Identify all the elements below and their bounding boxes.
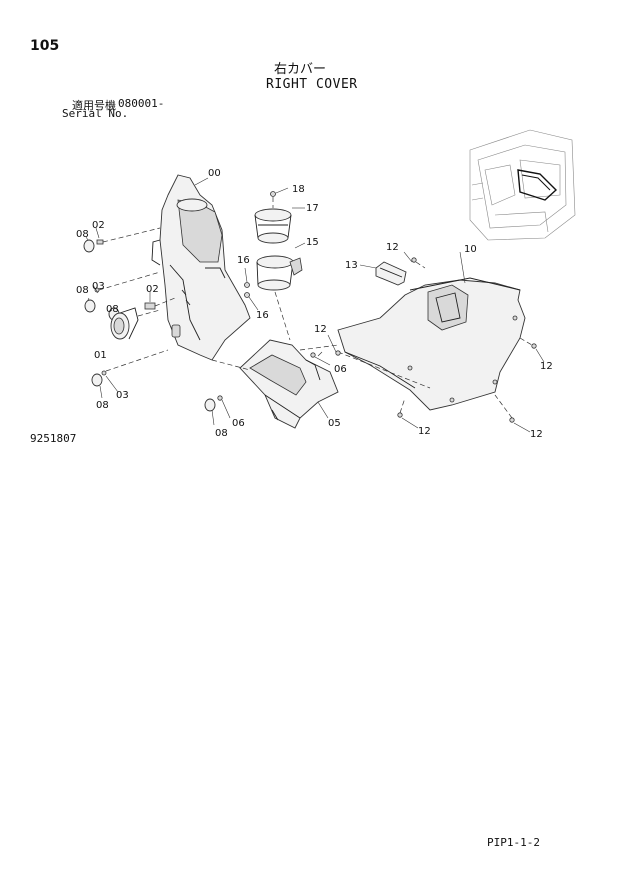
drawing-number: 9251807 [30, 432, 77, 445]
callout-03-upper: 03 [92, 281, 105, 292]
callout-12-left: 12 [314, 324, 327, 335]
callout-16-upper: 16 [237, 255, 250, 266]
callout-08-upper: 08 [76, 229, 89, 240]
part-10-right-panel [299, 277, 526, 411]
callout-03-lower: 03 [116, 390, 129, 401]
part-02-upper-bolt [96, 227, 161, 245]
part-12-screws [327, 251, 545, 433]
callout-02-mid: 02 [146, 284, 159, 295]
part-18-screw [270, 187, 289, 208]
serial-value: 080001- [118, 97, 165, 110]
callout-00: 00 [208, 168, 221, 179]
callout-12-top: 12 [386, 242, 399, 253]
part-08-lower-cap [91, 349, 169, 387]
part-02-mid-bolt [144, 297, 176, 310]
serial-label-english: Serial No. [62, 107, 129, 120]
callout-labels: 00 02 08 03 08 08 02 01 08 03 18 17 15 1… [76, 168, 553, 440]
part-08-upper-cap [83, 239, 95, 253]
callout-18: 18 [292, 184, 305, 195]
callout-06-bottom: 06 [232, 418, 245, 429]
callout-12-right: 12 [540, 361, 553, 372]
serial-label-japanese: 適用号機 [72, 99, 116, 112]
part-13-pad [375, 261, 407, 286]
title-japanese: 右カバー [274, 62, 327, 77]
part-06-screws [204, 352, 331, 419]
footer-code: PIP1-1-2 [487, 836, 540, 849]
callout-05: 05 [328, 418, 341, 429]
part-05-lower-duct [211, 339, 339, 429]
part-00-duct-cover [151, 174, 251, 361]
callout-16-lower: 16 [256, 310, 269, 321]
part-15-clamp [256, 255, 303, 341]
callout-leaders [85, 177, 466, 426]
part-17-ring [254, 208, 292, 244]
part-16-screws [244, 267, 259, 311]
title-english: RIGHT COVER [266, 77, 358, 92]
callout-08-left: 08 [76, 285, 89, 296]
callout-02-upper: 02 [92, 220, 105, 231]
part-01-grommet [110, 307, 161, 340]
callout-08-bottom: 08 [215, 428, 228, 439]
callout-06-right: 06 [334, 364, 347, 375]
callout-01: 01 [94, 350, 107, 361]
page-number: 105 [30, 38, 60, 54]
part-08-mid-caps [84, 271, 161, 321]
machine-location-thumbnail [469, 129, 576, 241]
callout-10: 10 [464, 244, 477, 255]
callout-17: 17 [306, 203, 319, 214]
callout-15: 15 [306, 237, 319, 248]
callout-13: 13 [345, 260, 358, 271]
callout-08-lower: 08 [96, 400, 109, 411]
callout-08-mid: 08 [106, 304, 119, 315]
callout-12-bottom-right: 12 [530, 429, 543, 440]
callout-12-bottom-left: 12 [418, 426, 431, 437]
